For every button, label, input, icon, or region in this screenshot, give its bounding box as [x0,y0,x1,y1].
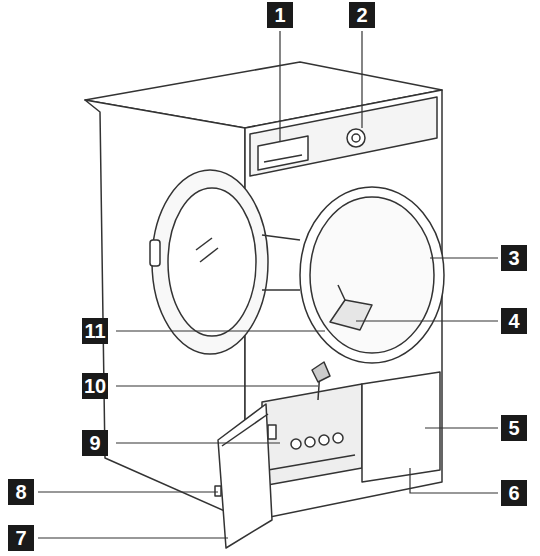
callout-number: 9 [82,430,108,456]
callout-number: 2 [349,2,375,28]
callout-number: 7 [8,525,34,551]
callout-number: 4 [501,308,527,334]
callout-number: 1 [267,2,293,28]
callout-number: 8 [8,479,34,505]
callout-number: 11 [82,318,108,344]
callout-number: 10 [82,373,108,399]
callout-number: 6 [501,480,527,506]
callout-number: 5 [501,415,527,441]
callout-number: 3 [501,245,527,271]
